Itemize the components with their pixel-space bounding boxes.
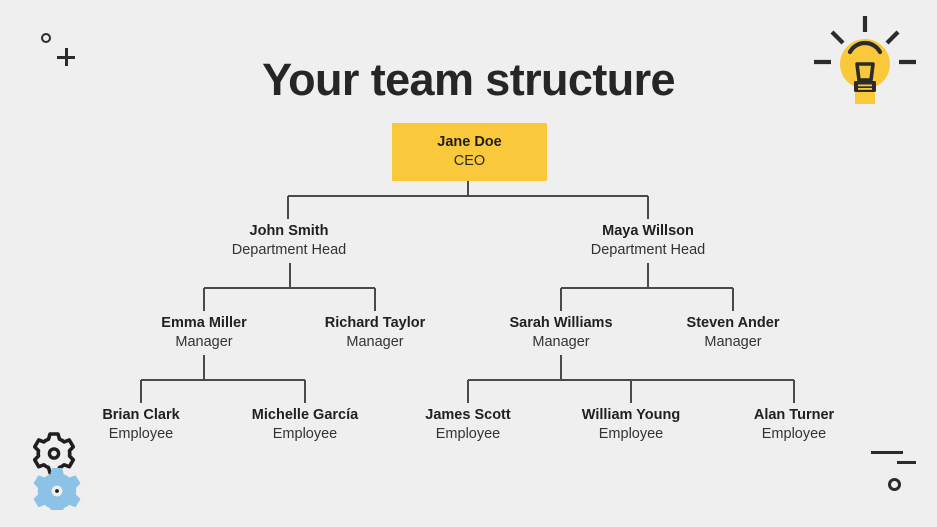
org-node-michelle-garcia[interactable]: Michelle García Employee	[252, 406, 358, 444]
org-node-role: Employee	[435, 426, 501, 442]
org-node-role: Employee	[108, 426, 174, 442]
org-node-role: Manager	[346, 334, 404, 350]
org-node-ceo[interactable]: Jane Doe CEO	[392, 123, 547, 181]
org-node-role: Employee	[598, 426, 664, 442]
org-node-name: Maya Willson	[602, 223, 694, 239]
circle-outline-icon	[41, 33, 51, 43]
org-node-sarah-williams[interactable]: Sarah Williams Manager	[509, 314, 612, 352]
org-node-william-young[interactable]: William Young Employee	[582, 406, 680, 444]
org-node-role: Manager	[532, 334, 590, 350]
org-node-name: Sarah Williams	[509, 315, 613, 331]
org-node-name: Richard Taylor	[324, 315, 426, 331]
org-node-richard-taylor[interactable]: Richard Taylor Manager	[325, 314, 425, 352]
org-node-name: Alan Turner	[753, 407, 835, 423]
org-node-james-scott[interactable]: James Scott Employee	[425, 406, 510, 444]
org-node-role: CEO	[453, 153, 486, 169]
org-node-name: Michelle García	[251, 407, 359, 423]
org-node-maya-willson[interactable]: Maya Willson Department Head	[591, 222, 705, 260]
gear-blue-icon	[33, 468, 81, 510]
page-title: Your team structure	[262, 54, 675, 105]
org-node-name: Steven Ander	[686, 315, 780, 331]
org-node-role: Department Head	[231, 242, 347, 258]
org-node-alan-turner[interactable]: Alan Turner Employee	[754, 406, 834, 444]
org-node-role: Department Head	[590, 242, 706, 258]
org-node-name: Emma Miller	[161, 315, 247, 331]
org-node-emma-miller[interactable]: Emma Miller Manager	[161, 314, 246, 352]
dash-icon	[871, 451, 903, 455]
lightbulb-icon	[814, 16, 916, 104]
dash-icon	[897, 461, 916, 465]
org-node-name: Brian Clark	[102, 407, 180, 423]
circle-outline-icon	[888, 478, 901, 491]
gears-icon	[32, 432, 81, 510]
gear-dark-icon	[32, 432, 76, 475]
org-node-name: William Young	[581, 407, 681, 423]
org-node-role: Employee	[761, 426, 827, 442]
org-node-steven-ander[interactable]: Steven Ander Manager	[687, 314, 780, 352]
org-node-brian-clark[interactable]: Brian Clark Employee	[102, 406, 179, 444]
org-node-role: Manager	[175, 334, 233, 350]
org-node-john-smith[interactable]: John Smith Department Head	[232, 222, 346, 260]
org-node-name: Jane Doe	[437, 134, 502, 150]
org-node-name: James Scott	[425, 407, 511, 423]
org-node-role: Manager	[704, 334, 762, 350]
plus-icon	[57, 48, 75, 66]
org-node-role: Employee	[272, 426, 338, 442]
org-node-name: John Smith	[249, 223, 329, 239]
